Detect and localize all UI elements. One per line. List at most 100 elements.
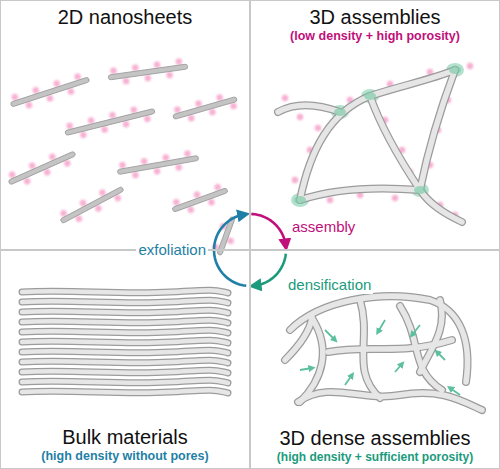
nanosheet [57,180,127,229]
functional-group [140,158,147,165]
dense-tube [285,318,312,360]
crosslink [294,196,306,204]
crosslink [334,108,346,116]
bulk-layer [22,300,228,303]
bulk-layer [22,390,228,393]
densify-arrow [345,375,352,385]
bulk-layer [22,340,228,343]
bulk-layer [22,360,228,363]
bulk-layer [22,340,228,343]
functional-group [175,58,182,65]
sheet-body [173,97,238,120]
functional-group [132,171,139,178]
assembly-tube [278,105,340,112]
functional-group [166,71,173,78]
nanosheet [116,149,200,181]
bulk-layer [22,320,228,323]
panel-title: 2D nanosheets [58,5,193,29]
panel-title: 3D assemblies [309,5,440,29]
functional-group [119,161,126,168]
bulk-layer [22,390,228,393]
bulk-layer [22,320,228,323]
sheet-body [60,186,124,223]
bulk-layer [22,380,228,383]
nanosheet [107,57,189,86]
functional-group [162,154,169,161]
bulk-layer [22,360,228,363]
nanosheet [8,71,92,114]
densify-arrow [412,325,420,335]
bulk-layer [22,310,228,313]
bulk-layer [22,330,228,333]
panel-subtitle: (high density + sufficient porosity) [277,450,473,464]
functional-group [175,164,182,171]
dense-tube [300,318,323,402]
quadrant-panel: 2D nanosheets [0,0,250,250]
bulk-layer [22,300,228,303]
functional-group [132,64,139,71]
sheet-body [172,188,228,213]
dense-tube [298,392,482,410]
assembly-tube [278,105,340,112]
assembly-tube [370,96,462,222]
dense-tube [420,300,442,372]
assembly-tube [300,188,420,200]
densify-arrow [437,352,445,360]
assembly-tube [300,188,420,200]
functional-group [110,67,117,74]
nanosheet [170,181,231,218]
assembly-tube [420,70,455,190]
crosslink [414,186,426,194]
bulk-layer [22,350,228,353]
sheet-body [8,151,76,185]
bulk-layer [22,370,228,373]
bulk-layer [22,350,228,353]
sheet-body [108,64,188,80]
assembly-tube [420,70,455,190]
densify-arrow [300,368,312,370]
densify-arrow [378,320,385,332]
dense-tube [290,296,468,382]
nanosheet [171,90,240,126]
functional-group [282,95,288,101]
process-label: assembly [290,218,357,236]
bulk-layer [22,290,228,293]
bulk-layer [22,380,228,383]
dense-tube [298,392,482,410]
nanosheet [5,145,78,191]
process-label: densification [286,276,373,294]
bulk-layer [22,310,228,313]
densify-arrow [325,330,335,340]
functional-group [144,74,151,81]
bulk-layer [22,370,228,373]
assembly-tube [300,70,455,200]
functional-group [153,61,160,68]
quadrant-panel: Bulk materials(high density without pore… [0,250,250,469]
functional-group [122,78,129,85]
crosslink [364,92,376,100]
cycle-arrow [254,254,286,286]
dense-tube [420,300,442,372]
quadrant-panel: 3D assemblies(low density + high porosit… [250,0,500,250]
process-label: exfoliation [136,241,208,259]
functional-group [327,197,333,203]
assembly-tube [370,96,462,222]
functional-group [297,114,303,120]
functional-group [153,168,160,175]
functional-group [467,63,473,69]
densify-arrow [395,364,402,372]
crosslink [449,66,461,74]
densify-arrow [450,388,460,395]
bulk-layer [22,330,228,333]
panel-subtitle: (high density without pores) [41,449,208,464]
panel-title: Bulk materials [62,425,188,449]
functional-group [184,150,191,157]
panel-subtitle: (low density + high porosity) [290,29,460,44]
functional-group [315,125,321,131]
cycle-arrow [251,214,286,246]
panel-title: 3D dense assemblies [279,426,470,450]
sheet-body [10,77,90,107]
assembly-tube [300,70,455,200]
functional-group [292,177,298,183]
